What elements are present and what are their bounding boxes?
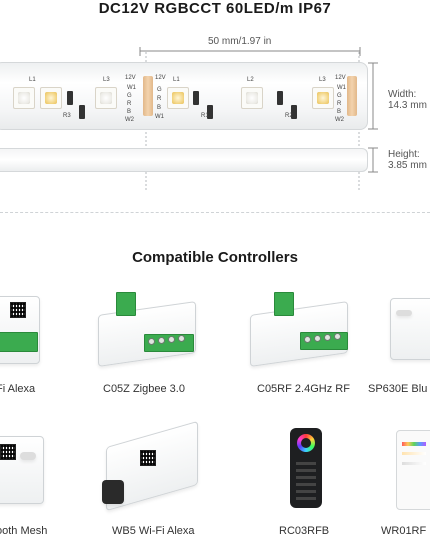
length-dimension-label: 50 mm/1.97 in	[208, 36, 272, 47]
pin-label: B	[127, 109, 132, 115]
resistor	[277, 91, 283, 105]
controller-label: ooth Mesh	[0, 525, 48, 537]
pin-label: W2	[335, 117, 344, 123]
strip-label-l3: L3	[319, 77, 326, 83]
controller-image-3	[248, 290, 352, 367]
length-dimension-arrow	[139, 47, 361, 56]
led-chip	[241, 87, 263, 109]
resistor-code: R2	[285, 113, 293, 119]
pin-label: W1	[127, 85, 136, 91]
width-label: Width:	[388, 89, 417, 100]
qr-code-icon	[10, 302, 26, 318]
led-chip	[312, 87, 334, 109]
controller-image-7	[288, 428, 326, 512]
pin-label: 12V	[125, 75, 136, 81]
width-dimension-arrow	[368, 62, 378, 130]
strip-label-l1: L1	[29, 77, 36, 83]
resistor-code: R3	[63, 113, 71, 119]
pin-label: W2	[125, 117, 134, 123]
led-strip-top-view: L1 L3 L1 L2 L3 R3 R1 R2 12V W1 G R B W2 …	[0, 62, 368, 130]
controller-image-1	[0, 292, 42, 368]
qr-code-icon	[140, 450, 156, 466]
led-strip-side-view	[0, 148, 368, 172]
led-chip	[167, 87, 189, 109]
pin-label: R	[157, 96, 162, 102]
controller-label: WB5 Wi-Fi Alexa	[112, 525, 195, 537]
terminal-block	[116, 292, 136, 316]
pin-label: G	[157, 87, 162, 93]
terminal-block	[0, 332, 38, 352]
pin-label: B	[157, 105, 162, 111]
page-title: DC12V RGBCCT 60LED/m IP67	[98, 0, 332, 17]
resistor	[193, 91, 199, 105]
controller-image-6	[100, 420, 200, 512]
section-divider	[0, 212, 430, 213]
resistor	[79, 105, 85, 119]
led-chip	[13, 87, 35, 109]
led-chip	[40, 87, 62, 109]
pin-label: W1	[155, 114, 164, 120]
pin-label: W1	[337, 85, 346, 91]
solder-pad-right	[347, 76, 357, 116]
pin-label: R	[127, 101, 132, 107]
height-label: Height:	[388, 149, 420, 160]
controller-image-5	[0, 428, 46, 508]
terminal-block	[274, 292, 294, 316]
resistor	[291, 105, 297, 119]
pin-label: G	[337, 93, 342, 99]
height-value: 3.85 mm	[388, 160, 427, 171]
pin-label: 12V	[335, 75, 346, 81]
pin-label: R	[337, 101, 342, 107]
controller-image-8	[394, 428, 430, 512]
strip-label-l1: L1	[173, 77, 180, 83]
qr-code-icon	[0, 444, 16, 460]
controller-label: C05Z Zigbee 3.0	[103, 383, 185, 395]
section-title: Compatible Controllers	[132, 249, 298, 266]
resistor-code: R1	[201, 113, 209, 119]
controller-image-2	[94, 290, 200, 367]
led-chip	[95, 87, 117, 109]
width-value: 14.3 mm	[388, 100, 427, 111]
solder-pad-left	[143, 76, 153, 116]
resistor	[207, 105, 213, 119]
controller-label: Fi Alexa	[0, 383, 36, 395]
pin-label: B	[337, 109, 342, 115]
controller-label: RC03RFB	[279, 525, 330, 537]
controller-image-4	[386, 292, 430, 366]
strip-label-l3: L3	[103, 77, 110, 83]
resistor	[67, 91, 73, 105]
pin-label: G	[127, 93, 132, 99]
controller-label: SP630E Blu	[368, 383, 428, 395]
controller-label: WR01RF B	[381, 525, 430, 537]
strip-label-l2: L2	[247, 77, 254, 83]
height-dimension-arrow	[368, 147, 378, 173]
pin-label: 12V	[155, 75, 166, 81]
controller-label: C05RF 2.4GHz RF	[257, 383, 350, 395]
